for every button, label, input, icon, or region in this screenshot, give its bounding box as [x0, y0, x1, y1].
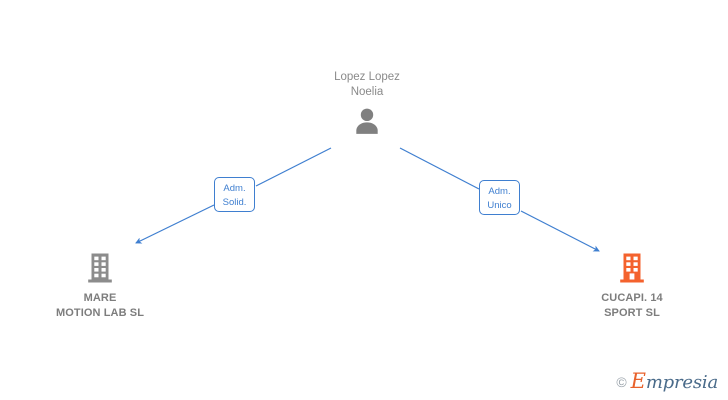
company-name-label: MARE MOTION LAB SL [55, 292, 145, 319]
company-name-label: CUCAPI. 14 SPORT SL [601, 292, 663, 319]
company-node-cucapi-14-sport[interactable]: CUCAPI. 14 SPORT SL [552, 252, 712, 320]
edge-label-adm-solid[interactable]: Adm. Solid. [214, 177, 255, 212]
edge-label-adm-unico[interactable]: Adm. Unico [479, 180, 520, 215]
building-icon [87, 252, 113, 284]
empresia-logo-text: mpresia [645, 372, 718, 393]
empresia-logo-initial: E [630, 369, 646, 393]
copyright-icon: © [616, 373, 627, 390]
person-node[interactable]: Lopez Lopez Noelia [292, 70, 442, 136]
person-name-label: Lopez Lopez Noelia [334, 71, 400, 99]
building-icon [619, 252, 645, 284]
empresia-watermark: © Empresia [616, 371, 718, 392]
company-node-mare-motion-lab[interactable]: MARE MOTION LAB SL [20, 252, 180, 320]
empresia-logo: Empresia [630, 369, 719, 393]
person-icon [352, 106, 382, 136]
